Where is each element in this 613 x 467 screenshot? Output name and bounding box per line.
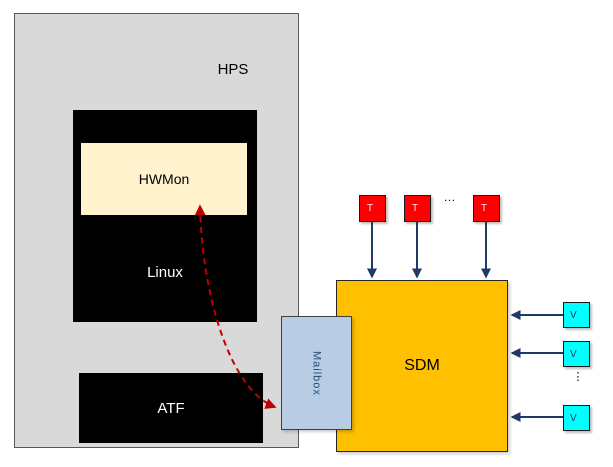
- atf-label: ATF: [157, 399, 185, 417]
- volt-sensors-ellipsis: ⋮: [572, 371, 584, 383]
- hwmon-box: HWMon: [81, 143, 247, 215]
- linux-box: Linux HWMon: [73, 110, 257, 322]
- temp-sensor-1-label: T: [367, 203, 374, 214]
- mailbox-box: Mailbox: [281, 316, 352, 430]
- hwmon-label: HWMon: [138, 171, 190, 187]
- temp-sensor-2-label: T: [412, 203, 419, 214]
- sdm-label: SDM: [404, 357, 440, 374]
- atf-box: ATF: [79, 373, 263, 443]
- temp-sensor-3-label: T: [481, 203, 488, 214]
- temp-sensor-1: T: [359, 195, 386, 222]
- linux-label: Linux: [147, 264, 183, 281]
- sdm-box: SDM: [336, 280, 508, 452]
- volt-sensor-2: V: [563, 341, 590, 367]
- temp-sensor-2: T: [404, 195, 431, 222]
- temp-sensor-3: T: [473, 195, 500, 222]
- volt-sensor-3: V: [563, 405, 590, 431]
- volt-sensor-1-label: V: [570, 309, 577, 321]
- volt-sensor-2-label: V: [570, 348, 577, 360]
- temp-sensors-ellipsis: …: [443, 190, 457, 204]
- hps-label: HPS: [217, 61, 249, 78]
- volt-sensor-3-label: V: [570, 412, 577, 424]
- volt-sensor-1: V: [563, 302, 590, 328]
- mailbox-label: Mailbox: [310, 350, 323, 396]
